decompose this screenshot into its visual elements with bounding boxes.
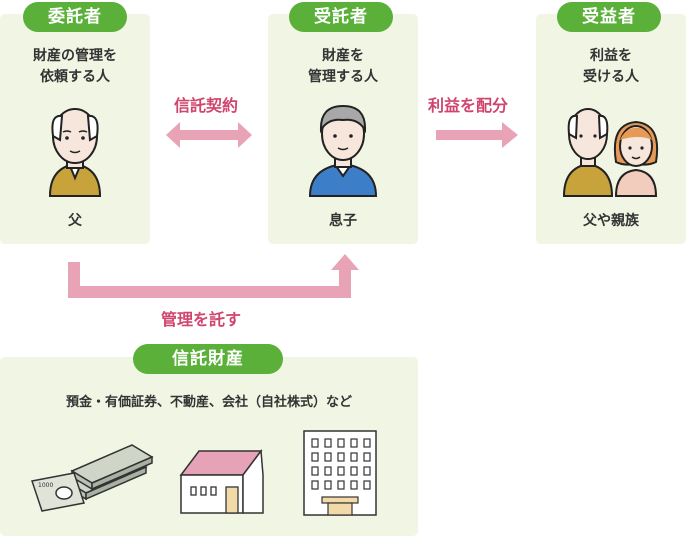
- son-illustration: [268, 96, 418, 206]
- trustee-panel: 財産を 管理する人 息子: [268, 14, 418, 244]
- contract-label: 信託契約: [174, 92, 238, 116]
- beneficiary-name: 父や親族: [536, 210, 686, 230]
- beneficiary-title: 受益者: [557, 2, 661, 32]
- trust-property-title: 信託財産: [133, 344, 283, 374]
- money-stack-illustration: 1000: [26, 437, 156, 517]
- trustee-title: 受託者: [289, 2, 393, 32]
- settlor-panel: 財産の管理を 依頼する人 父: [0, 14, 150, 244]
- beneficiary-panel: 利益を 受ける人 父や親族: [536, 14, 686, 244]
- contract-double-arrow: [166, 120, 252, 150]
- entrust-label: 管理を託す: [161, 306, 241, 330]
- entrust-arrow: [65, 250, 365, 300]
- settlor-description: 財産の管理を 依頼する人: [0, 46, 150, 88]
- settlor-title: 委託者: [23, 2, 127, 32]
- banknote-denomination: 1000: [38, 482, 53, 489]
- beneficiary-description: 利益を 受ける人: [536, 46, 686, 88]
- trust-property-panel: 預金・有価証券、不動産、会社（自社株式）など 1000: [0, 357, 418, 536]
- trustee-name: 息子: [268, 210, 418, 230]
- building-illustration: [300, 429, 380, 519]
- house-illustration: [175, 445, 275, 515]
- distribution-label: 利益を配分: [428, 92, 508, 116]
- father-illustration: [0, 96, 150, 206]
- trustee-description: 財産を 管理する人: [268, 46, 418, 88]
- settlor-name: 父: [0, 210, 150, 230]
- distribution-arrow: [436, 120, 518, 150]
- family-illustration: [536, 96, 686, 206]
- trust-property-description: 預金・有価証券、不動産、会社（自社株式）など: [0, 391, 418, 410]
